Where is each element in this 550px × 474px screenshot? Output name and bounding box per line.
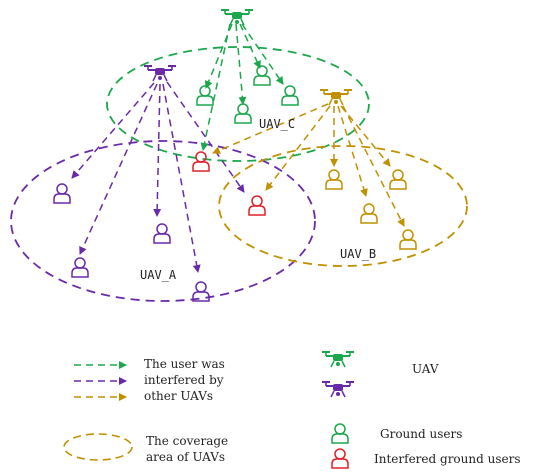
uav-b-drone-icon xyxy=(319,89,353,106)
user-icon xyxy=(71,257,89,278)
legend: The user was interfered by other UAVs Th… xyxy=(63,351,520,469)
legend-interfered-user-icon xyxy=(331,448,349,469)
legend-drone-icon-purple xyxy=(321,381,355,398)
uav-a-arrows xyxy=(71,81,245,273)
uav-c-label: UAV_C xyxy=(259,117,295,131)
legend-arrow-text-1: The user was xyxy=(144,357,225,371)
user-icon xyxy=(399,229,417,250)
uav-b-users xyxy=(325,169,417,250)
user-icon xyxy=(248,195,266,216)
user-icon xyxy=(281,85,299,106)
legend-coverage-text-1: The coverage xyxy=(146,434,228,448)
legend-arrow-text-3: other UAVs xyxy=(144,389,213,403)
legend-coverage-ellipse xyxy=(63,433,133,461)
uav-a-drone-icon xyxy=(143,65,177,82)
legend-drone-icon-green xyxy=(321,351,355,368)
user-icon xyxy=(234,103,252,124)
legend-uav-label: UAV xyxy=(412,362,439,376)
user-icon xyxy=(389,169,407,190)
user-icon xyxy=(325,169,343,190)
user-icon xyxy=(53,183,71,204)
uav-a-label: UAV_A xyxy=(140,268,177,282)
uav-c-arrows xyxy=(200,23,284,151)
legend-coverage-text-2: area of UAVs xyxy=(146,450,225,464)
uav-b-label: UAV_B xyxy=(340,247,376,261)
legend-ground-user-icon xyxy=(331,423,349,444)
user-icon xyxy=(360,203,378,224)
legend-interfered-users-label: Interfered ground users xyxy=(374,452,520,466)
legend-ground-users-label: Ground users xyxy=(380,427,462,441)
uav-b-coverage-area xyxy=(218,145,468,267)
uav-a-users xyxy=(53,183,210,302)
user-icon xyxy=(192,151,210,172)
uav-b-arrows xyxy=(212,103,405,227)
uav-c-coverage-area xyxy=(106,46,370,162)
legend-arrow-text-2: interfered by xyxy=(144,373,224,387)
uav-a-coverage-area xyxy=(10,140,316,302)
uav-c-drone-icon xyxy=(220,9,254,26)
user-icon xyxy=(196,85,214,106)
user-icon xyxy=(153,223,171,244)
user-icon xyxy=(253,65,271,86)
